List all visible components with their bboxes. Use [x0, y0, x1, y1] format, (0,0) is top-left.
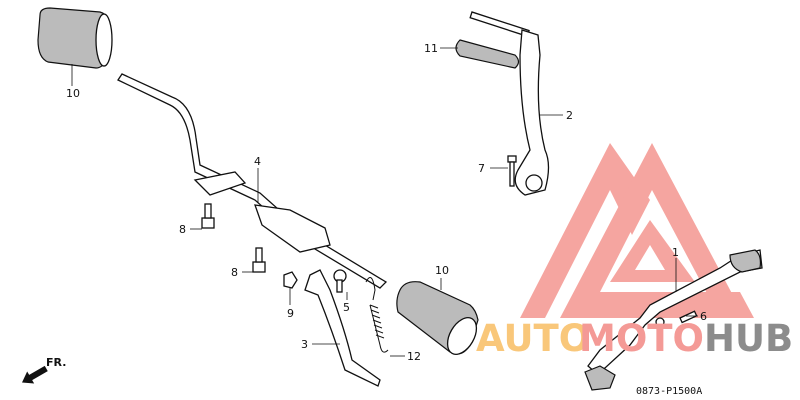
callout-7: 7 [478, 162, 485, 175]
callout-10: 10 [435, 264, 449, 277]
callout-4: 4 [254, 155, 261, 168]
side-stand [304, 269, 381, 387]
callout-1: 1 [672, 246, 679, 259]
svg-text:MOTO: MOTO [579, 317, 704, 360]
nut [283, 271, 298, 289]
footrest-rubber-right [396, 281, 479, 355]
callout-2: 2 [566, 109, 573, 122]
callout-8: 8 [231, 266, 238, 279]
footrest-bar [117, 73, 388, 289]
callout-11: 11 [424, 42, 438, 55]
kick-starter-arm [455, 11, 550, 196]
svg-text:HUB: HUB [704, 317, 793, 360]
watermark-text: AUTO MOTO HUB [476, 317, 793, 360]
leader-lines [71, 47, 698, 357]
footrest-rubber-left [37, 7, 113, 69]
callout-5: 5 [343, 301, 350, 314]
bolt [252, 247, 266, 273]
callout-6: 6 [700, 310, 707, 323]
callout-12: 12 [407, 350, 421, 363]
callout-9: 9 [287, 307, 294, 320]
spring [365, 277, 389, 353]
svg-text:AUTO: AUTO [476, 317, 590, 360]
bolt [507, 155, 517, 187]
callout-10: 10 [66, 87, 80, 100]
brake-pedal [584, 249, 763, 391]
front-indicator: FR. [46, 356, 66, 369]
callout-3: 3 [301, 338, 308, 351]
bolt [333, 269, 347, 293]
callout-8: 8 [179, 223, 186, 236]
front-arrow-icon [22, 365, 48, 384]
watermark-logo [520, 143, 754, 318]
drawing-code: 0873-P1500A [636, 386, 702, 397]
bolt [201, 203, 215, 229]
